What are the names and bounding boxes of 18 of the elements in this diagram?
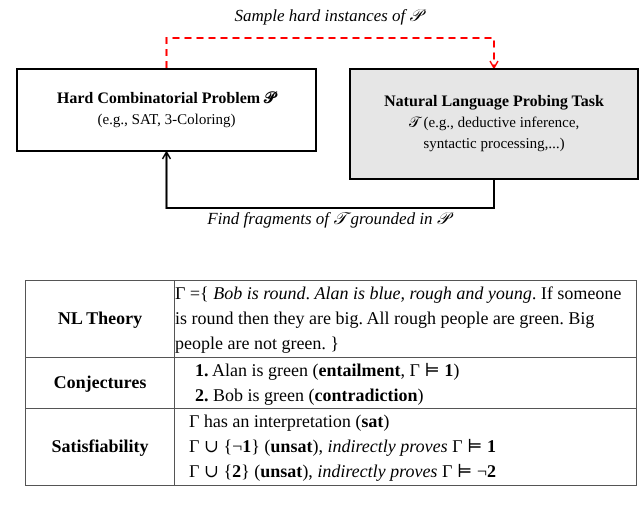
table-text: Γ ∪ {2} (unsat), indirectly proves Γ ⊨ ¬2 xyxy=(189,460,497,484)
row-header: NL Theory xyxy=(26,280,174,358)
box-description: 𝒯 (e.g., deductive inference, syntactic processing,...) xyxy=(408,114,580,154)
table-text: Γ ∪ {¬1} (unsat), indirectly proves Γ ⊨ 1 xyxy=(189,435,497,458)
edge-label: Find fragments of 𝒯 grounded in 𝒫 xyxy=(205,209,451,229)
edge-label: Sample hard instances of 𝒫 xyxy=(232,6,424,26)
box-description: (e.g., SAT, 3-Coloring) xyxy=(97,110,236,130)
row-header: Conjectures xyxy=(26,357,174,408)
row-header: Satisfiability xyxy=(26,408,174,485)
box-title: Hard Combinatorial Problem 𝒫 xyxy=(56,88,276,109)
table-text: 1. Alan is green (entailment, Γ ⊨ 1) xyxy=(195,358,460,382)
process-box xyxy=(16,68,317,152)
arrow xyxy=(166,37,499,69)
table-text: Γ has an interpretation (sat) xyxy=(189,410,390,433)
process-box xyxy=(349,68,639,180)
box-title: Natural Language Probing Task xyxy=(384,92,604,112)
table-text: 2. Bob is green (contradiction) xyxy=(195,384,424,407)
arrow xyxy=(162,151,495,209)
